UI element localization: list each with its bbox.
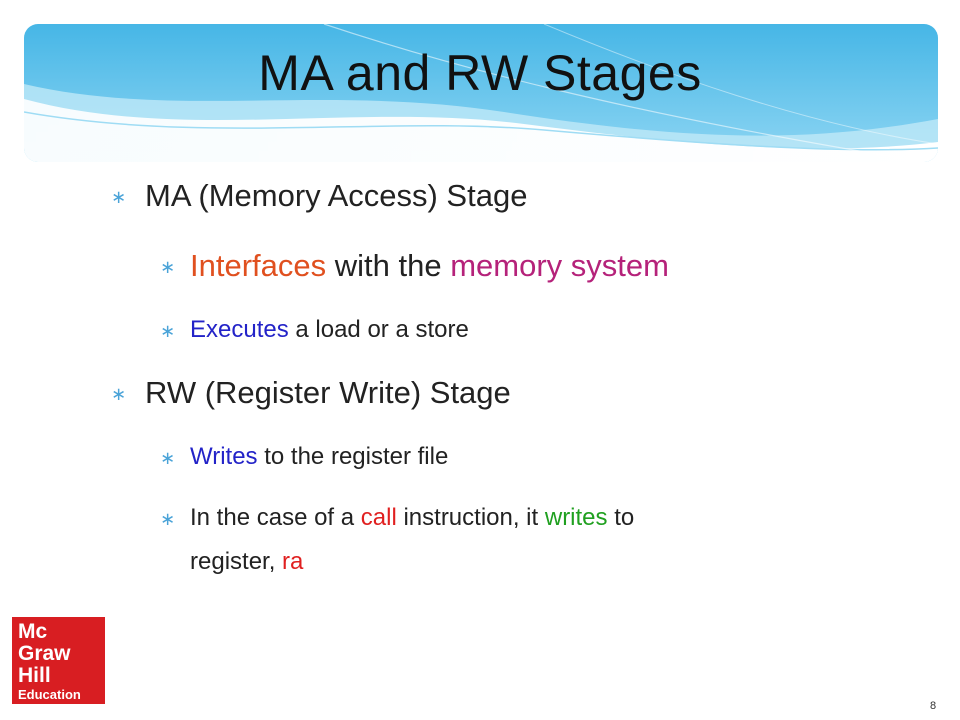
bullet-text: to [607, 504, 635, 531]
sub-bullet-writes: ∗ Writes to the register file [160, 443, 449, 471]
page-number: 8 [930, 700, 937, 712]
asterisk-bullet-icon: ∗ [160, 448, 176, 468]
bullet-text: In the case of a [190, 504, 361, 531]
asterisk-bullet-icon: ∗ [160, 257, 176, 277]
mcgraw-hill-education-logo: Mc Graw Hill Education [12, 617, 105, 704]
bullet-text: with the [326, 248, 451, 283]
bullet-text: to the register file [257, 443, 449, 470]
highlight-word: Executes [190, 316, 289, 343]
bullet-text: RW (Register Write) Stage [145, 375, 511, 410]
sub-bullet-call-continued: register, ra [190, 548, 303, 576]
sub-bullet-executes: ∗ Executes a load or a store [160, 316, 469, 344]
highlight-word: call [360, 504, 397, 531]
logo-word: Hill [18, 664, 51, 687]
bullet-rw-stage: ∗ RW (Register Write) Stage [111, 375, 511, 411]
title-banner [24, 24, 938, 162]
highlight-word: ra [282, 548, 304, 575]
bullet-text: instruction, it [396, 504, 545, 531]
bullet-text: a load or a store [288, 316, 469, 343]
asterisk-bullet-icon: ∗ [160, 509, 176, 529]
bullet-text: register, [190, 548, 283, 575]
highlight-word: writes [544, 504, 608, 531]
highlight-word: Interfaces [190, 248, 327, 283]
logo-word: Graw [18, 642, 71, 665]
slide-title: MA and RW Stages [258, 45, 702, 101]
wave-banner-graphic [24, 24, 938, 162]
highlight-word: Writes [190, 443, 258, 470]
bullet-text: MA (Memory Access) Stage [145, 178, 528, 213]
asterisk-bullet-icon: ∗ [160, 321, 176, 341]
highlight-word: memory system [450, 248, 669, 283]
sub-bullet-call: ∗ In the case of a call instruction, it … [160, 504, 635, 532]
bullet-ma-stage: ∗ MA (Memory Access) Stage [111, 178, 528, 214]
asterisk-bullet-icon: ∗ [111, 187, 127, 207]
sub-bullet-interfaces: ∗ Interfaces with the memory system [160, 248, 669, 284]
asterisk-bullet-icon: ∗ [111, 384, 127, 404]
logo-word: Mc [18, 620, 48, 643]
logo-word: Education [18, 687, 81, 702]
